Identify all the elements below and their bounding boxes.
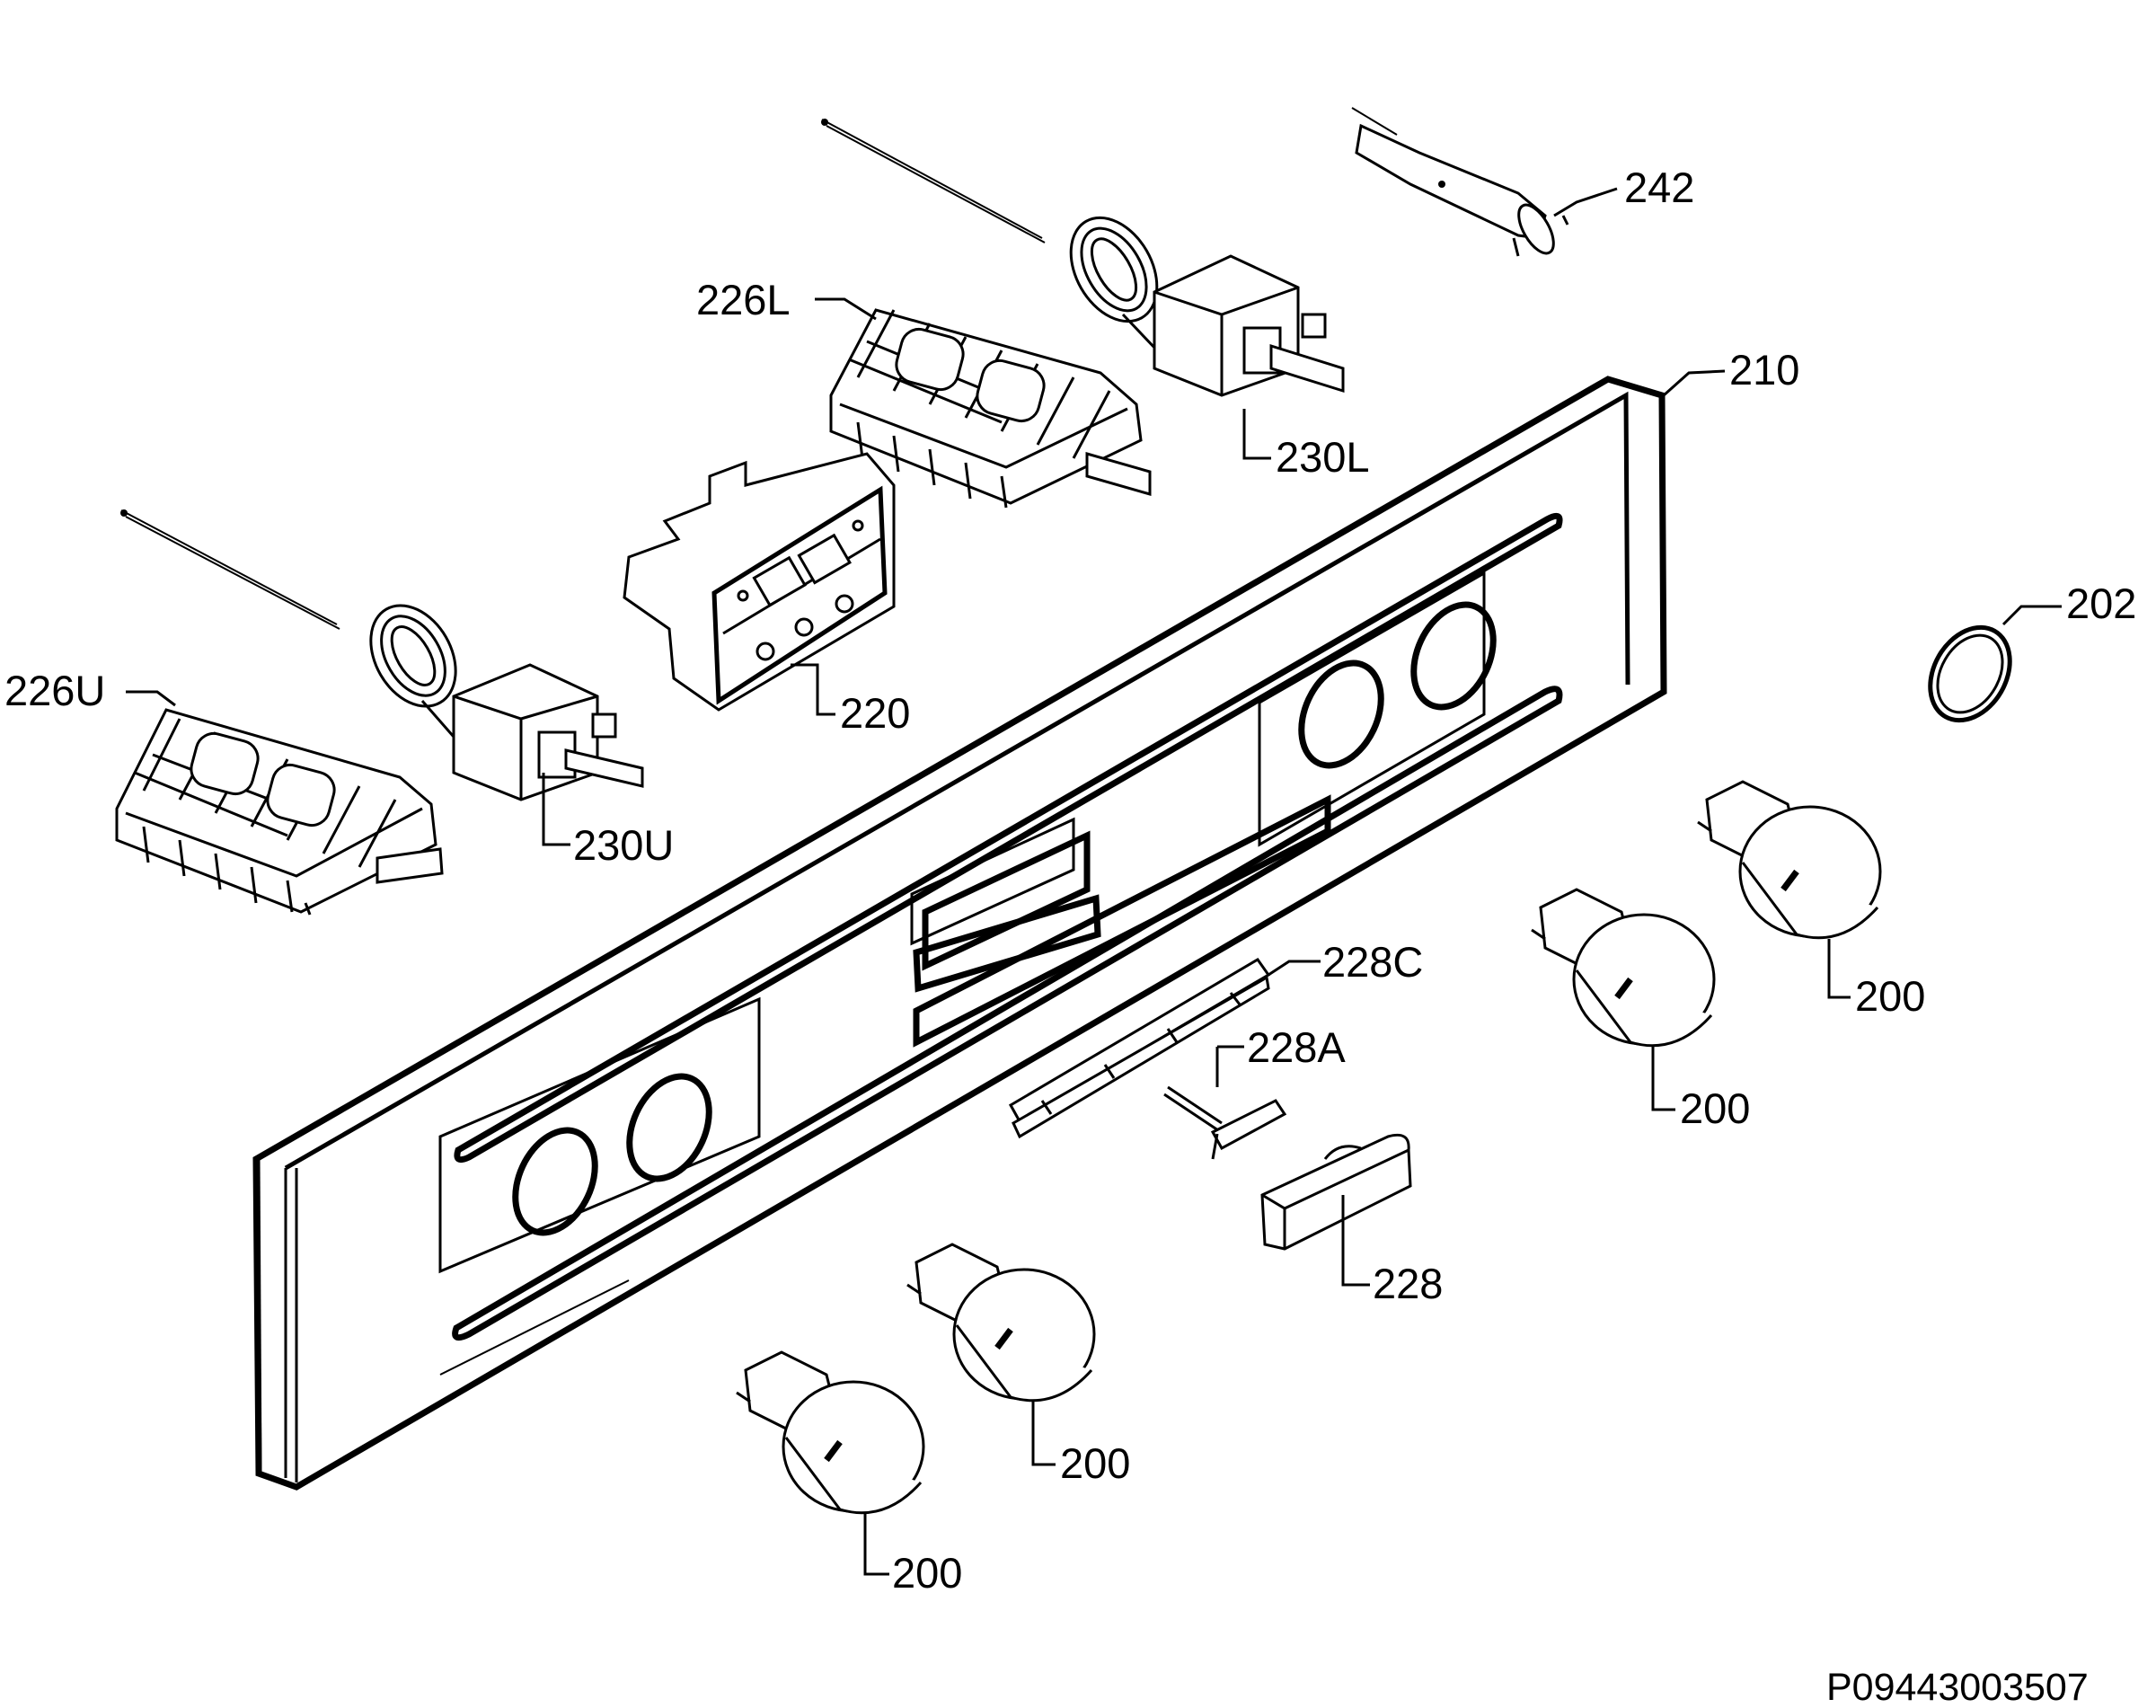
push-rod-228A bbox=[1163, 1085, 1287, 1160]
label-228A: 228A bbox=[1247, 1023, 1346, 1071]
leader-lines bbox=[126, 187, 2062, 1576]
label-230L: 230L bbox=[1276, 433, 1370, 481]
knob-200-middle-right bbox=[1531, 888, 1716, 1048]
label-200-lower-left: 200 bbox=[892, 1549, 962, 1597]
document-id: P09443003507 bbox=[1826, 1666, 2089, 1708]
part-labels: 242 226L 210 230L 202 220 226U 230U 228C… bbox=[4, 164, 2136, 1597]
multi-switch-226L bbox=[829, 308, 1152, 509]
push-button-228 bbox=[1260, 1133, 1412, 1251]
lamp-242 bbox=[1351, 107, 1569, 257]
electronic-timer-220 bbox=[623, 452, 896, 712]
label-200-middle-right: 200 bbox=[1680, 1084, 1750, 1132]
label-228C: 228C bbox=[1322, 938, 1423, 986]
label-210: 210 bbox=[1729, 346, 1799, 394]
ring-202 bbox=[1928, 624, 2012, 723]
label-242: 242 bbox=[1624, 164, 1694, 211]
label-226L: 226L bbox=[696, 276, 791, 323]
label-228: 228 bbox=[1373, 1260, 1443, 1307]
thermostat-230L bbox=[821, 119, 1345, 397]
thermostat-230U bbox=[120, 509, 644, 801]
control-panel-210 bbox=[252, 376, 1667, 1491]
label-226U: 226U bbox=[4, 667, 105, 714]
knob-200-upper-right bbox=[1697, 780, 1882, 940]
multi-switch-226U bbox=[115, 708, 444, 916]
label-200-upper-right: 200 bbox=[1855, 972, 1925, 1020]
knob-200-lower-middle bbox=[906, 1243, 1096, 1403]
label-220: 220 bbox=[840, 689, 910, 737]
knob-200-lower-left bbox=[736, 1350, 925, 1515]
label-230U: 230U bbox=[573, 821, 674, 869]
label-200-lower-middle: 200 bbox=[1060, 1439, 1130, 1487]
label-202: 202 bbox=[2066, 580, 2136, 627]
